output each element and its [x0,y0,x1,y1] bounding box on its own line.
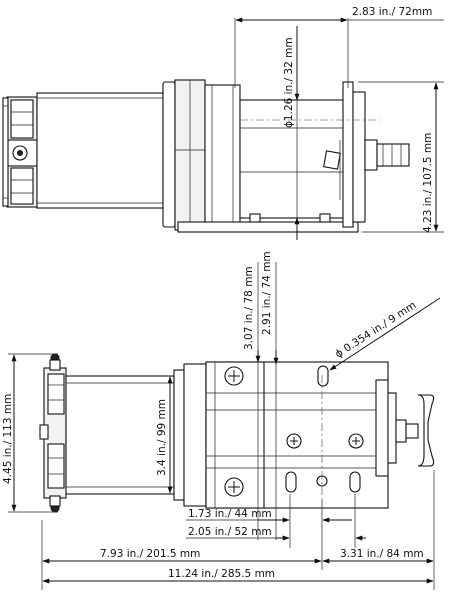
bottom-motor-body [65,363,207,507]
dim-drum-diameter: ϕ1.26 in./ 32 mm [283,26,300,240]
label-side-b: 2.91 in./ 74 mm [261,251,273,335]
label-length-motor: 7.93 in./ 201.5 mm [100,548,200,560]
motor-end-cap [2,96,38,208]
bottom-end-cap [39,353,67,513]
label-hole-diameter: ϕ 0.354 in./ 9 mm [333,299,418,360]
output-shaft [364,139,410,171]
label-length-right: 3.31 in./ 84 mm [340,548,424,560]
dim-side-a: 3.07 in./ 78 mm [243,262,261,540]
label-drum-diameter: ϕ1.26 in./ 32 mm [283,37,295,128]
dim-length-motor: 7.93 in./ 201.5 mm [41,500,323,590]
label-top-offset: 2.83 in./ 72mm [352,6,432,18]
label-total-length: 11.24 in./ 285.5 mm [168,568,275,580]
dim-top-offset: 2.83 in./ 72mm [234,6,444,88]
dim-width: 4.45 in./ 113 mm [2,353,58,513]
dim-total-length: 11.24 in./ 285.5 mm [42,568,434,584]
dim-height: 4.23 in./ 107.5 mm [358,81,444,233]
top-view: 2.83 in./ 72mm ϕ1.26 in./ 32 mm 4.23 in.… [2,6,444,240]
mount-screws [224,366,364,497]
label-motor-diameter: 3.4 in./ 99 mm [156,399,168,476]
label-height: 4.23 in./ 107.5 mm [422,133,434,233]
clutch-handle [395,394,435,467]
label-hole-spacing-1: 1.73 in./ 44 mm [188,508,272,520]
bottom-view: 3.07 in./ 78 mm 2.91 in./ 74 mm ϕ 0.354 … [2,251,441,590]
slot-holes [285,365,361,493]
dim-hole-spacing-2: 2.05 in./ 52 mm [186,494,366,548]
dim-length-right: 3.31 in./ 84 mm [322,470,435,590]
motor-body [36,79,206,231]
label-width: 4.45 in./ 113 mm [2,394,14,484]
dim-motor-diameter: 3.4 in./ 99 mm [156,376,173,494]
drum-assembly [177,81,366,233]
label-hole-spacing-2: 2.05 in./ 52 mm [188,526,272,538]
dim-side-b: 2.91 in./ 74 mm [261,251,279,540]
dim-hole-diameter: ϕ 0.354 in./ 9 mm [329,297,441,371]
label-side-a: 3.07 in./ 78 mm [243,266,255,350]
dim-hole-spacing-1: 1.73 in./ 44 mm [186,494,352,548]
